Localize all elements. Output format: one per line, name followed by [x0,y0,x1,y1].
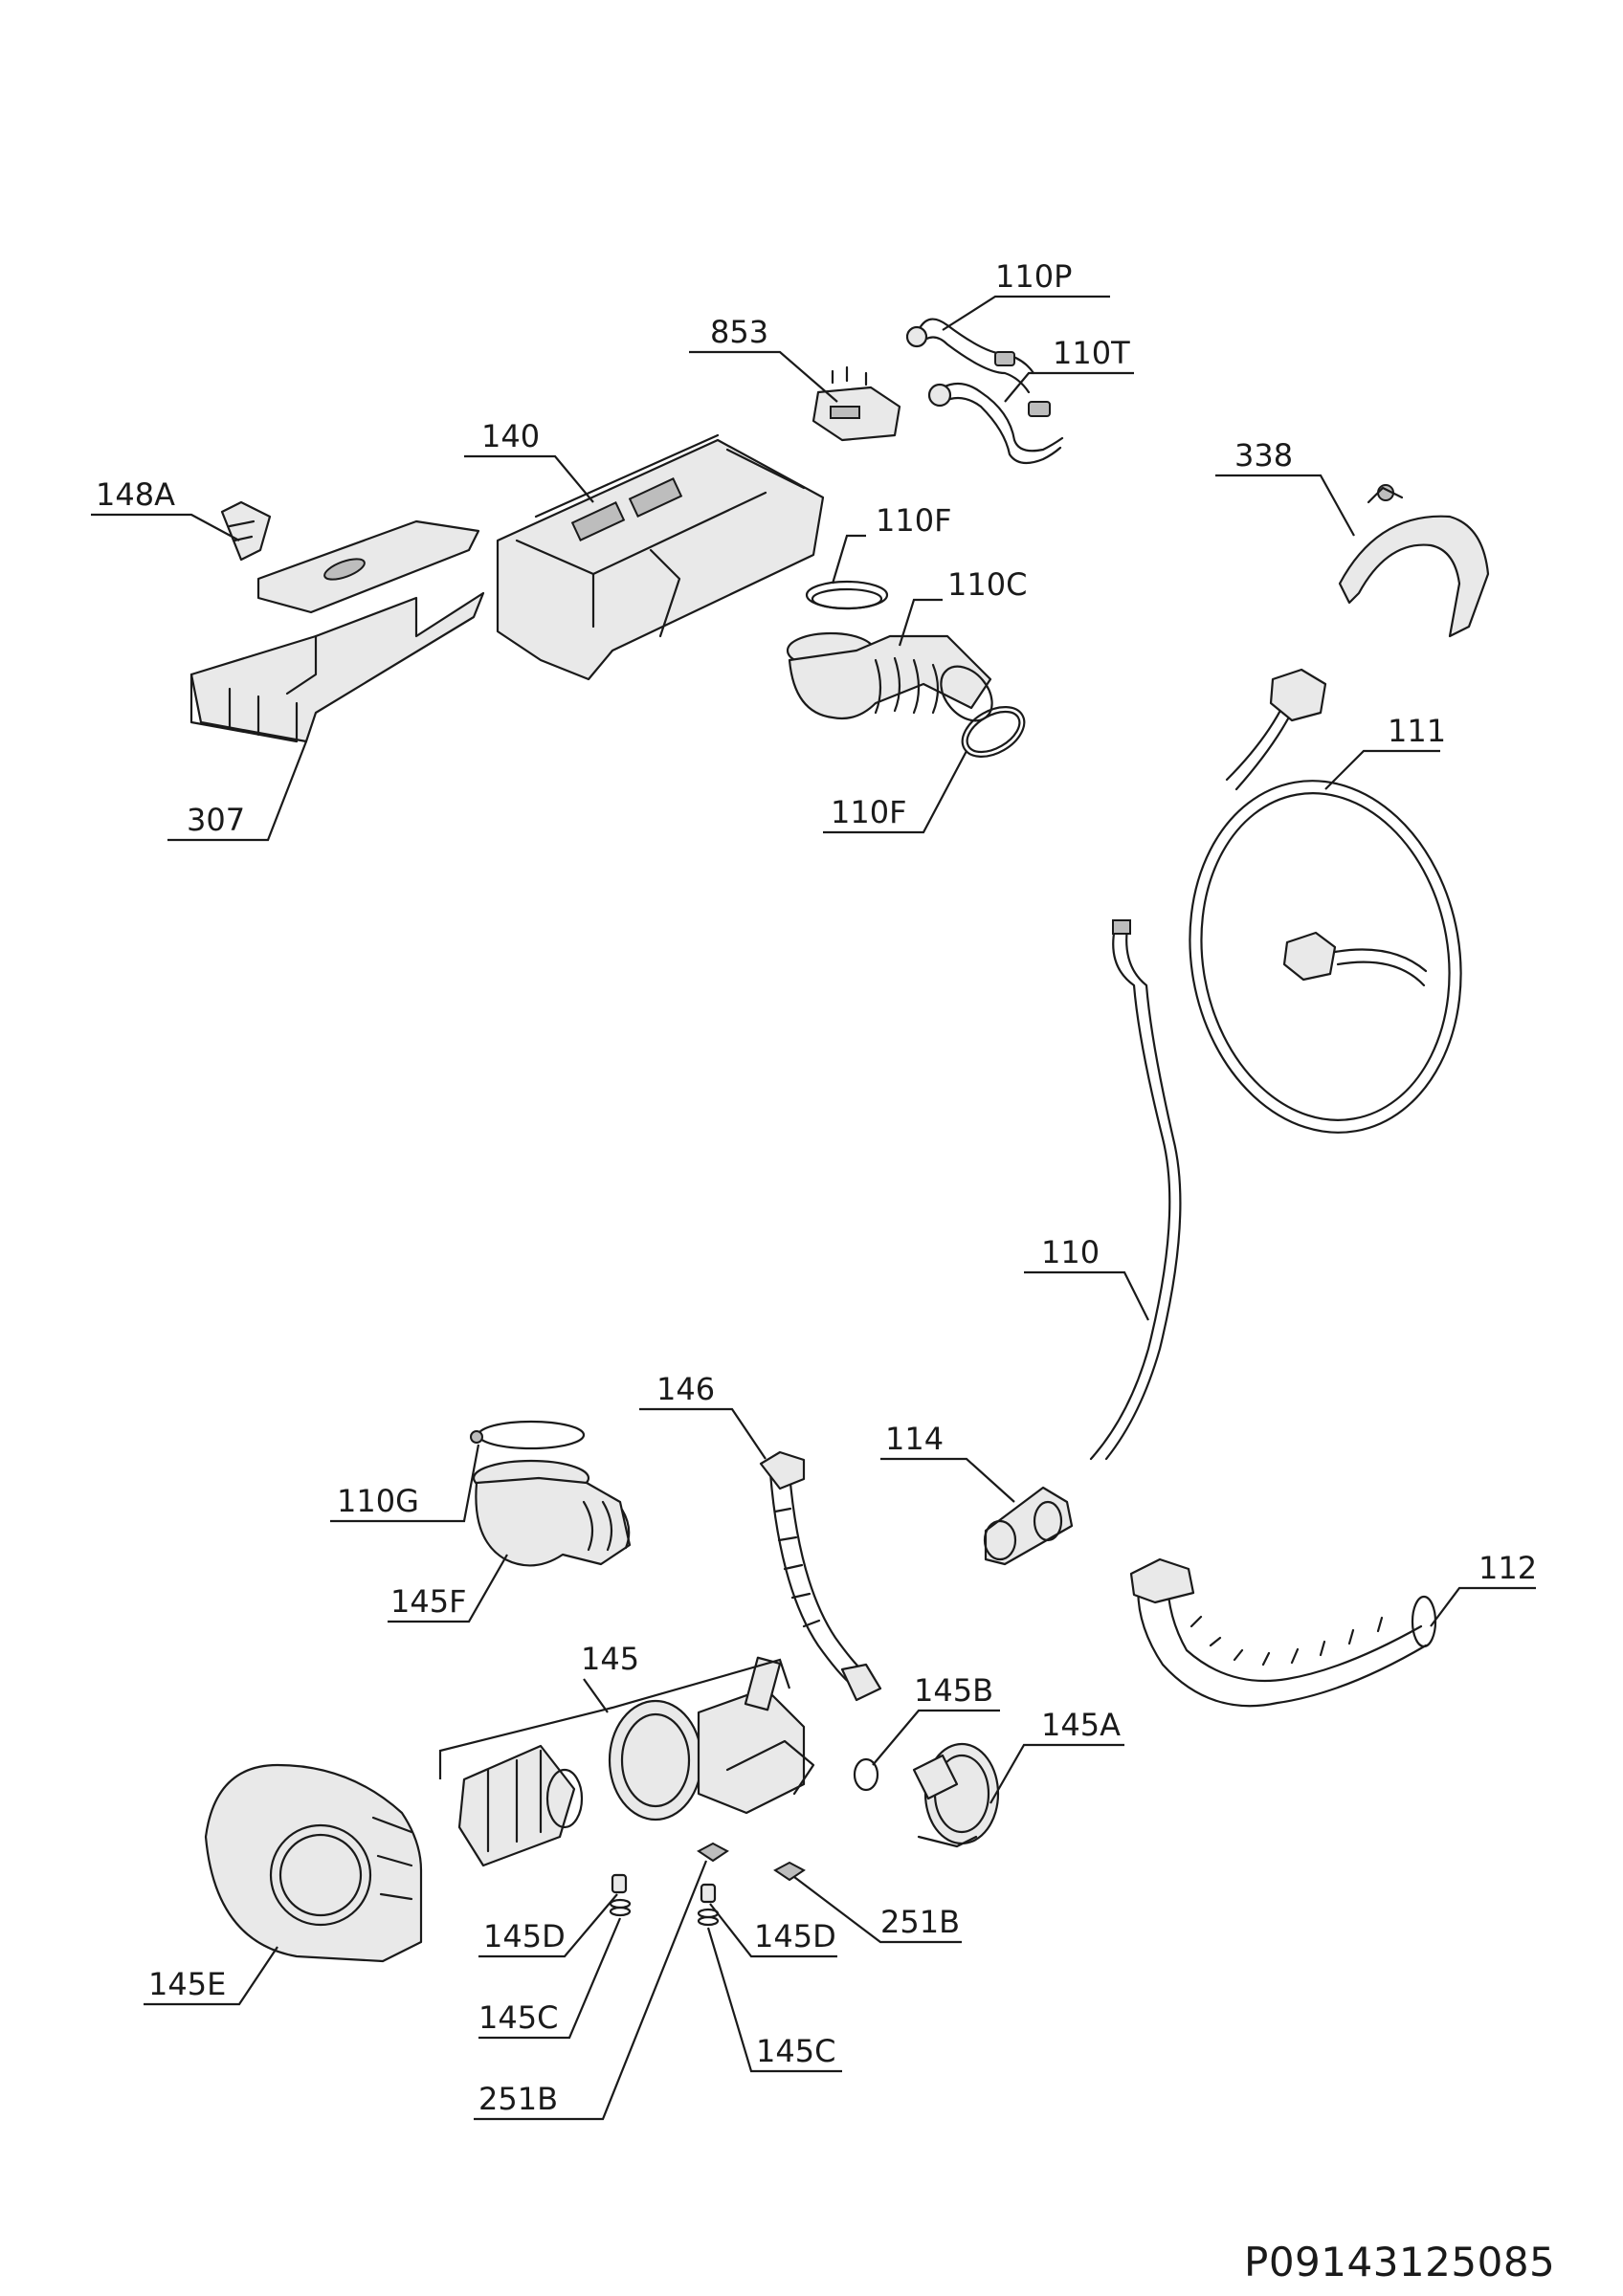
part-110C-bellows [786,631,993,722]
part-110-drain-tube [1089,919,1182,1461]
part-110T-hose [927,382,1064,465]
part-145A-pump-cover [912,1742,1000,1848]
callout-110F-a: 110F [876,502,951,539]
part-145-filter [457,1744,584,1867]
leader-338 [1215,474,1355,537]
callout-145A: 145A [1041,1707,1121,1743]
leader-145E [144,1946,278,2006]
callout-145C-a: 145C [478,1999,558,2036]
leader-148A [91,513,240,541]
leader-110T [1004,371,1134,403]
leader-110F-a [831,534,866,585]
leader-251B-a [793,1876,962,1944]
part-114-sensor [983,1486,1074,1566]
callout-110C: 110C [947,566,1027,603]
leader-251B-b [474,1860,708,2121]
leader-853 [689,350,838,403]
part-145C-spring-center [697,1908,720,1927]
leader-146 [639,1407,767,1460]
part-145D-plug-center [700,1883,717,1904]
document-reference-code: P09143125085 [1244,2239,1556,2285]
part-251B-clip-right [773,1861,806,1882]
part-853-sensor [812,365,901,442]
part-drawer-cover [256,519,480,614]
callout-114: 114 [885,1421,944,1457]
leader-145F [388,1554,508,1623]
leader-111 [1324,749,1440,790]
part-110F-seal-lower [961,706,1026,758]
callout-145C-b: 145C [756,2033,835,2069]
callout-145: 145 [581,1641,639,1677]
leader-140 [464,454,594,503]
callout-251B-b: 251B [478,2081,558,2117]
leader-145-bracket [438,1658,791,1779]
leader-110 [1024,1270,1149,1321]
leader-145C-a [478,1917,622,2040]
leader-145A [989,1743,1124,1804]
callout-110: 110 [1041,1234,1100,1270]
leader-307 [167,740,308,842]
part-110G-clamp [470,1420,586,1450]
part-146-hose [759,1450,882,1702]
leader-114 [880,1457,1015,1503]
part-145E-housing [204,1763,423,1963]
callout-140: 140 [481,418,540,454]
part-112-drain-hose [1129,1557,1437,1708]
part-307-detergent-drawer [189,591,485,743]
callout-112: 112 [1478,1550,1537,1586]
leader-110C [898,598,943,647]
callout-110F-b: 110F [831,794,906,830]
leader-lines [91,295,1536,2121]
part-110P-hose [905,318,1035,394]
callout-338: 338 [1234,437,1293,474]
part-145F-bellows [472,1459,632,1567]
part-148A-bracket [220,500,272,562]
leader-145D-a [478,1893,618,1958]
callout-110G: 110G [337,1483,419,1519]
callout-145D-b: 145D [754,1918,836,1954]
leader-145D-b [709,1903,837,1958]
callout-145D-a: 145D [483,1918,566,1954]
callout-110P: 110P [995,258,1072,295]
callout-853: 853 [710,314,768,350]
callout-251B-a: 251B [880,1904,960,1940]
callout-145E: 145E [148,1966,226,2002]
callout-148A: 148A [96,476,175,513]
part-338-hose-guide [1338,484,1490,638]
leader-112 [1430,1586,1536,1627]
leader-110G [330,1444,480,1523]
callout-146: 146 [656,1371,715,1407]
part-145D-plug-left [611,1873,628,1894]
part-140-dispenser-housing [496,433,825,681]
callout-110T: 110T [1053,335,1130,371]
part-145B-oring [853,1757,879,1792]
leader-110P [942,295,1110,331]
leader-145-stem [583,1678,609,1713]
callout-labels: 110P 853 110T 140 338 148A 110F 110C 111… [96,258,1537,2117]
part-111-inlet-hose [1189,668,1462,1134]
leader-110F-b [823,750,967,834]
part-110F-seal-upper [805,580,889,610]
callout-145B: 145B [914,1672,993,1709]
part-145-pump-body [608,1656,815,1821]
part-251B-clip-center [697,1842,729,1863]
leader-145C-b [706,1927,842,2073]
leader-145B [872,1709,1000,1766]
callout-145F: 145F [390,1583,466,1620]
callout-307: 307 [187,802,245,838]
part-145C-spring-left [609,1898,632,1917]
callout-111: 111 [1388,713,1446,749]
